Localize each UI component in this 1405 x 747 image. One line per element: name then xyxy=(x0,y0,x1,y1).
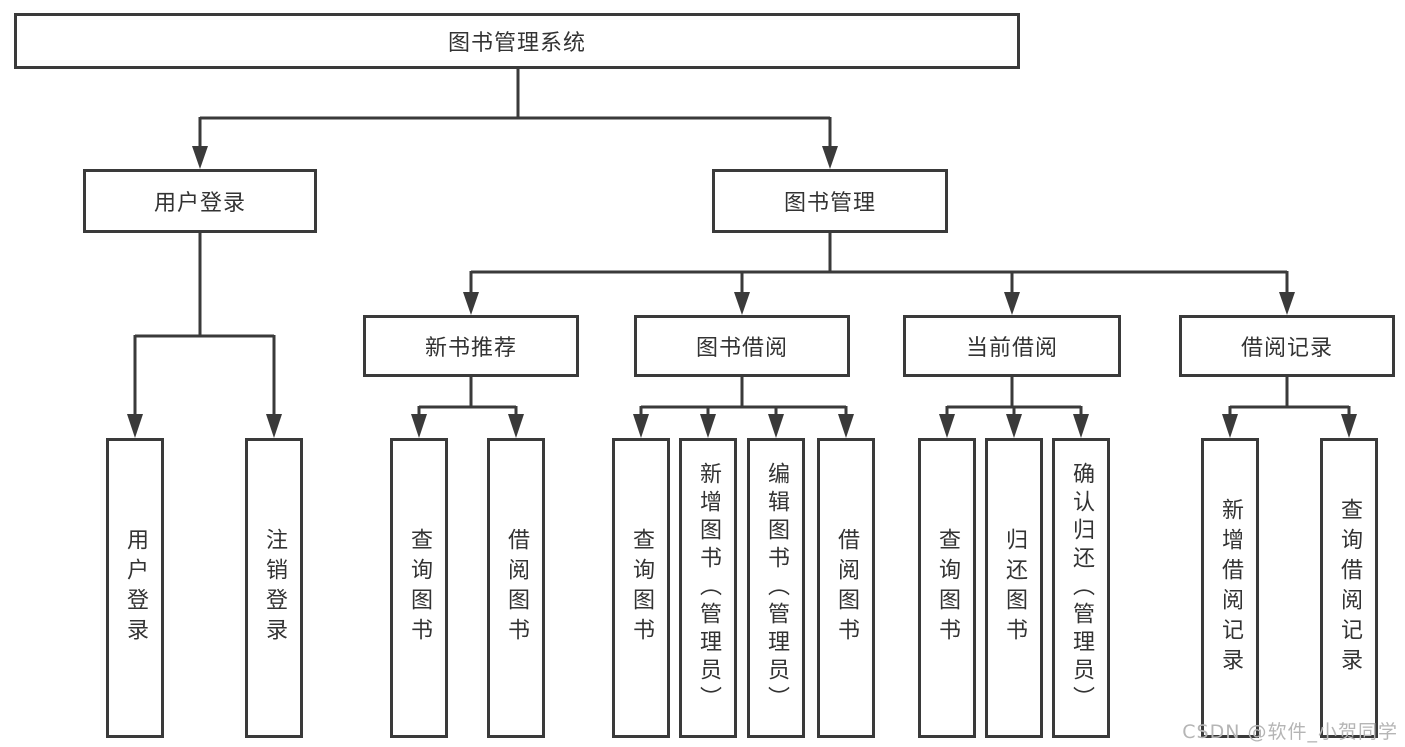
node-user-login: 用户登录 xyxy=(83,169,317,233)
leaf-bb-edit-books-label: 编辑图书（管理员） xyxy=(764,462,789,714)
leaf-cb-return-books: 归还图书 xyxy=(985,438,1043,738)
leaf-bb-query-books: 查询图书 xyxy=(612,438,670,738)
node-current-borrow-label: 当前借阅 xyxy=(965,336,1058,361)
node-borrow-records-label: 借阅记录 xyxy=(1240,336,1333,361)
node-root-label: 图书管理系统 xyxy=(447,31,586,56)
leaf-logout-label: 注销登录 xyxy=(262,528,287,648)
node-current-borrow: 当前借阅 xyxy=(903,315,1121,377)
leaf-br-query-record-label: 查询借阅记录 xyxy=(1337,498,1362,678)
leaf-cb-return-books-label: 归还图书 xyxy=(1002,528,1027,648)
leaf-br-add-record-label: 新增借阅记录 xyxy=(1218,498,1243,678)
leaf-nb-query-books: 查询图书 xyxy=(390,438,448,738)
leaf-bb-edit-books: 编辑图书（管理员） xyxy=(747,438,805,738)
node-book-borrow-label: 图书借阅 xyxy=(695,336,788,361)
leaf-bb-add-books: 新增图书（管理员） xyxy=(679,438,737,738)
leaf-br-query-record: 查询借阅记录 xyxy=(1320,438,1378,738)
leaf-bb-borrow-books: 借阅图书 xyxy=(817,438,875,738)
leaf-bb-add-books-label: 新增图书（管理员） xyxy=(696,462,721,714)
leaf-cb-query-books: 查询图书 xyxy=(918,438,976,738)
node-book-borrow: 图书借阅 xyxy=(634,315,850,377)
node-new-book-recommend-label: 新书推荐 xyxy=(424,336,517,361)
leaf-logout: 注销登录 xyxy=(245,438,303,738)
node-root-library-system: 图书管理系统 xyxy=(14,13,1020,69)
node-borrow-records: 借阅记录 xyxy=(1179,315,1395,377)
leaf-cb-confirm-return-label: 确认归还（管理员） xyxy=(1069,462,1094,714)
node-user-login-label: 用户登录 xyxy=(153,191,246,216)
leaf-bb-borrow-books-label: 借阅图书 xyxy=(834,528,859,648)
leaf-nb-borrow-books: 借阅图书 xyxy=(487,438,545,738)
leaf-bb-query-books-label: 查询图书 xyxy=(629,528,654,648)
leaf-nb-query-books-label: 查询图书 xyxy=(407,528,432,648)
node-new-book-recommend: 新书推荐 xyxy=(363,315,579,377)
leaf-cb-confirm-return: 确认归还（管理员） xyxy=(1052,438,1110,738)
leaf-user-login-label: 用户登录 xyxy=(123,528,148,648)
leaf-nb-borrow-books-label: 借阅图书 xyxy=(504,528,529,648)
csdn-watermark: CSDN @软件_小贺同学 xyxy=(1182,721,1398,743)
leaf-user-login: 用户登录 xyxy=(106,438,164,738)
node-book-management-label: 图书管理 xyxy=(783,191,876,216)
leaf-br-add-record: 新增借阅记录 xyxy=(1201,438,1259,738)
leaf-cb-query-books-label: 查询图书 xyxy=(935,528,960,648)
node-book-management: 图书管理 xyxy=(712,169,948,233)
